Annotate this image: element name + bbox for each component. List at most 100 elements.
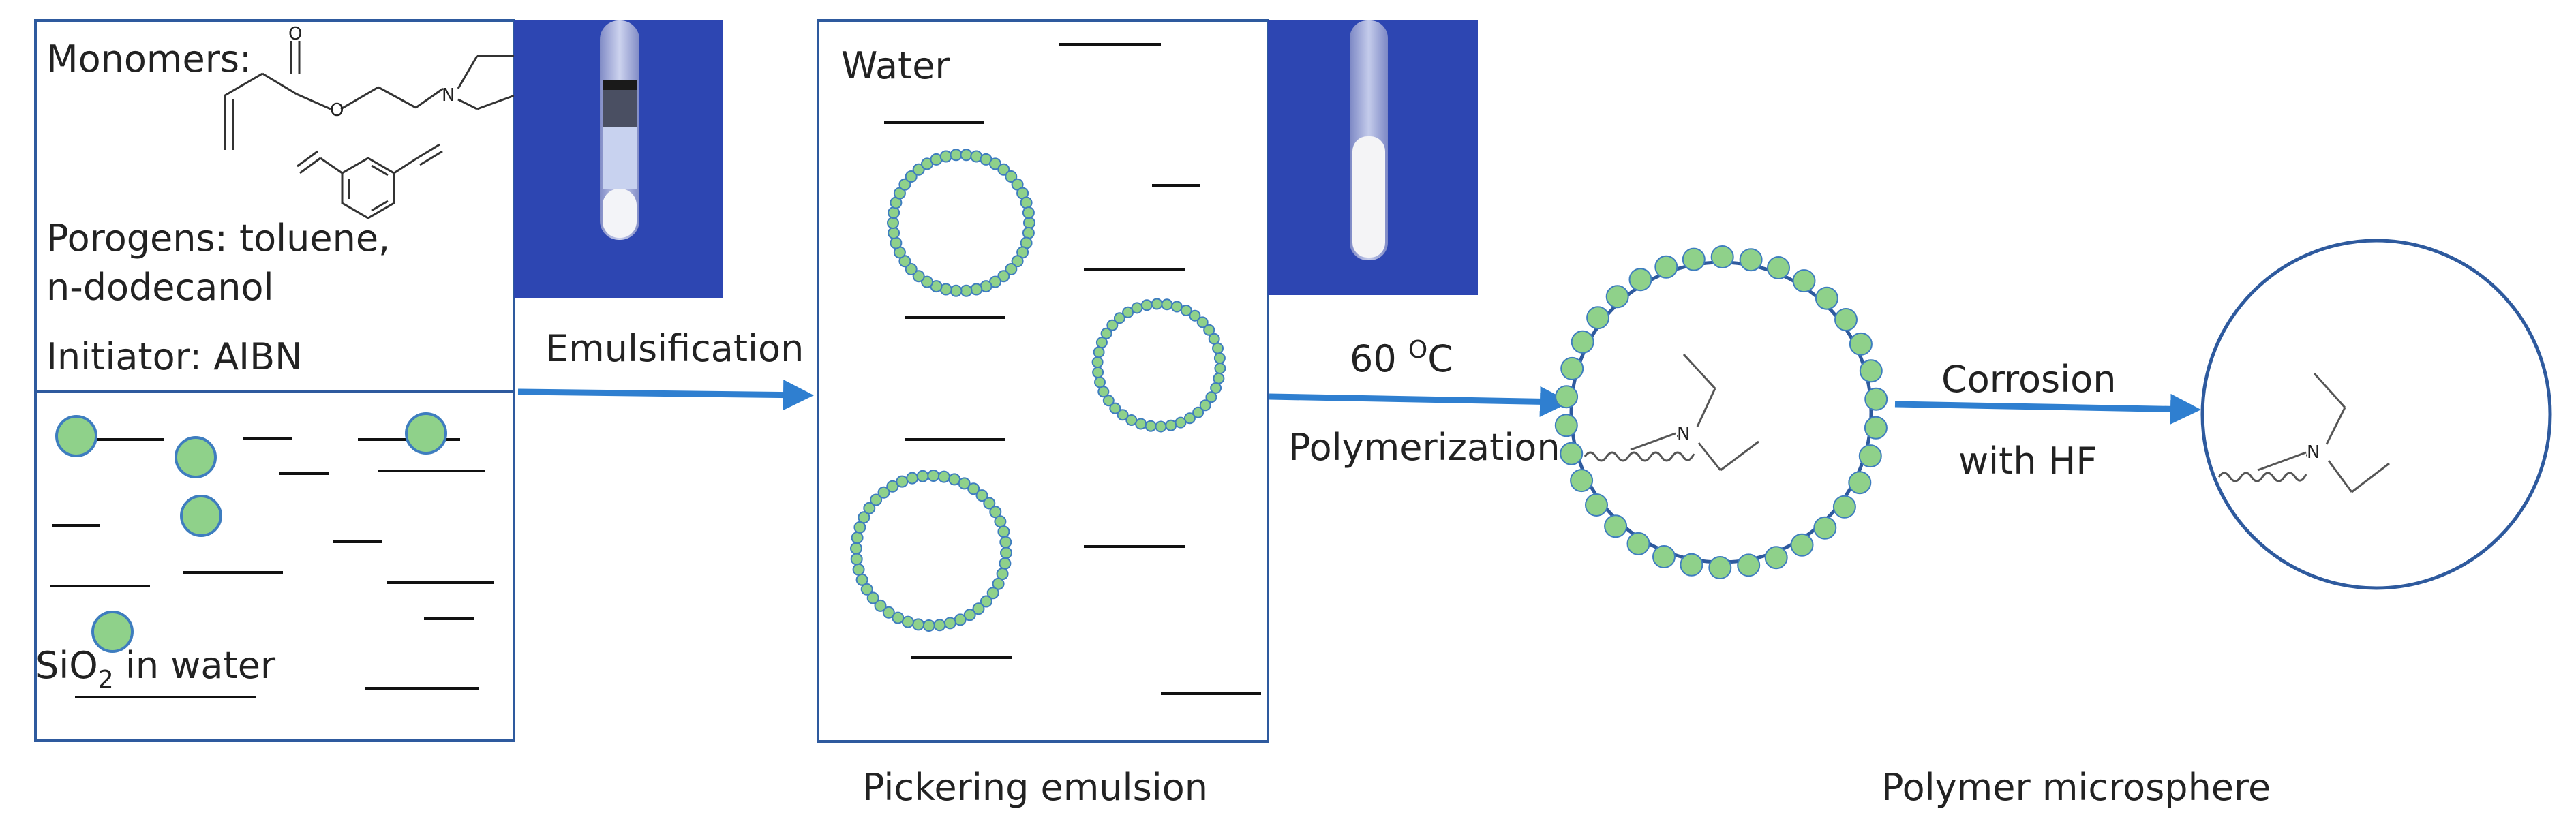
silica-particle (898, 178, 911, 191)
amine-nitrogen-atom: N (442, 85, 455, 106)
silica-particle (954, 613, 967, 626)
silica-particle (997, 270, 1010, 283)
silica-particle (994, 515, 1007, 528)
silica-particle (1155, 420, 1167, 433)
silica-particle (980, 595, 992, 608)
microsphere-amine-nitrogen: N (2307, 442, 2320, 463)
silica-particle (960, 284, 973, 297)
deaema-monomer-structure (224, 41, 515, 150)
silica-particle (1848, 471, 1872, 495)
silica-particle (1710, 245, 1734, 268)
porogens-label-line2: n-dodecanol (46, 266, 274, 309)
silica-particle (896, 475, 909, 488)
silica-particle (912, 618, 925, 631)
silica-particle (1815, 286, 1838, 310)
silica-particle (1203, 324, 1215, 336)
silica-particle (858, 511, 870, 524)
silica-particle (1131, 302, 1143, 314)
coated-grafted-amine (1584, 353, 1759, 472)
silica-particle (912, 270, 925, 283)
silica-particle (1192, 406, 1204, 418)
silica-particle (1210, 382, 1222, 394)
silica-particle (1555, 385, 1579, 409)
silica-particle (916, 470, 929, 482)
silica-particle (1125, 414, 1138, 426)
silica-particle (1161, 298, 1173, 311)
monomers-label: Monomers: (46, 37, 252, 80)
silica-particle (1165, 419, 1177, 431)
silica-particle (1208, 333, 1220, 345)
silica-particle (970, 283, 983, 296)
silica-particle (986, 587, 999, 600)
silica-particle (890, 236, 903, 249)
silica-particle (882, 606, 895, 619)
silica-particle (888, 206, 900, 219)
silica-particle (906, 472, 919, 485)
silica-particle (950, 284, 963, 297)
oil-phase-panel: Monomers: O O N (34, 19, 515, 393)
silica-particle (921, 275, 933, 288)
carbonyl-oxygen-atom: O (288, 24, 302, 44)
silica-particle (943, 617, 956, 630)
porogens-label-line1: Porogens: toluene, (46, 217, 390, 260)
silica-particle (1859, 359, 1883, 383)
silica-particle (950, 149, 963, 162)
silica-particle (1175, 416, 1187, 429)
water-phase-frame (34, 390, 515, 742)
silica-particle (853, 521, 866, 534)
divinylbenzene-structure (297, 143, 443, 219)
silica-shell-particles (1554, 245, 1888, 579)
silica-particle (960, 149, 973, 162)
silica-particle (1571, 330, 1594, 354)
pickering-emulsion-caption: Pickering emulsion (862, 766, 1208, 809)
silica-particle (1605, 285, 1629, 309)
water-phase-panel: SiO2 in water (34, 390, 515, 742)
silica-particle (1196, 316, 1209, 328)
silica-particle (1117, 409, 1129, 421)
polymerization-arrow: 60 OC Polymerization (1269, 336, 1571, 469)
silica-particle (1102, 395, 1115, 407)
silica-particle (937, 470, 950, 483)
silica-particle (1764, 546, 1788, 570)
emulsion-droplets (854, 153, 1222, 628)
silica-particle (855, 573, 868, 586)
silica-particle (999, 536, 1012, 549)
silica-particle (1790, 533, 1814, 557)
silica-particle (1586, 306, 1610, 330)
emulsion-waves (884, 43, 1261, 695)
ester-oxygen-atom: O (330, 100, 344, 121)
silica-particle (1093, 346, 1105, 358)
silica-particle (1000, 547, 1012, 559)
emulsification-arrow: Emulsification (517, 327, 814, 411)
silica-particle (870, 493, 883, 506)
silica-particle (1570, 469, 1594, 493)
silica-particle (1652, 545, 1676, 568)
silica-particle (1864, 387, 1888, 411)
silica-particle (1560, 356, 1584, 380)
silica-particle (905, 263, 918, 275)
silica-particle (860, 583, 873, 596)
polymer-microsphere-outline (2200, 239, 2552, 590)
silica-particle (972, 602, 985, 615)
silica-particle (1560, 442, 1584, 465)
silica-particle (1180, 305, 1192, 316)
silica-particle (866, 591, 879, 604)
silica-particle (1020, 196, 1033, 209)
initiator-label: Initiator: AIBN (46, 335, 303, 378)
silica-particle (1737, 553, 1761, 577)
silica-particle (1682, 247, 1706, 271)
silica-particle (850, 542, 862, 555)
silica-particle (1106, 319, 1119, 331)
emulsification-label: Emulsification (545, 327, 804, 370)
silica-particle (996, 568, 1009, 581)
silica-particle (933, 619, 946, 632)
silica-particles (55, 412, 447, 653)
silica-particle (1100, 327, 1112, 339)
silica-particle (1214, 363, 1226, 374)
silica-particle (1626, 532, 1650, 555)
silica-particle (1151, 298, 1163, 310)
silica-particle (405, 412, 447, 455)
corrosion-arrow: Corrosion with HF (1894, 358, 2201, 482)
vial-photo-after-emulsification (1268, 20, 1478, 295)
